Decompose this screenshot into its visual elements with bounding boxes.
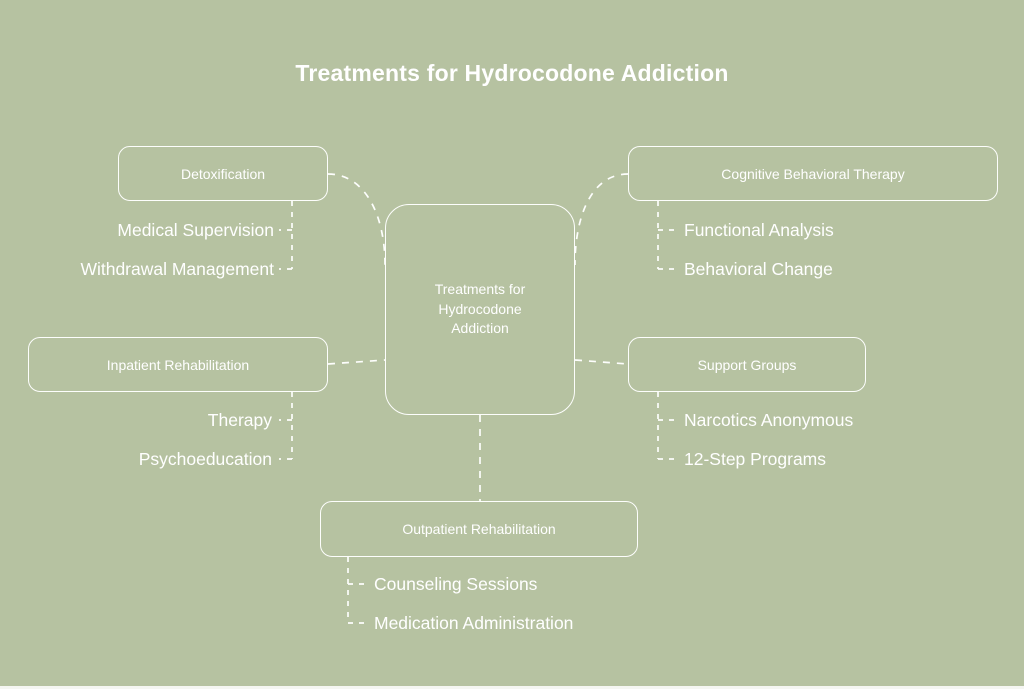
connector-center-support — [574, 359, 629, 365]
connector-inpatient-children — [279, 392, 293, 460]
connector-center-detoxification — [327, 173, 386, 266]
leaf-medication-administration: Medication Administration — [374, 613, 574, 633]
branch-label: Outpatient Rehabilitation — [402, 521, 556, 537]
leaf-counseling-sessions: Counseling Sessions — [374, 574, 538, 594]
branch-node-detoxification: Detoxification — [118, 146, 328, 201]
center-node: Treatments for Hydrocodone Addiction — [385, 204, 575, 415]
connector-support-children — [657, 392, 678, 460]
branch-label: Inpatient Rehabilitation — [106, 356, 250, 373]
leaf-12-step-programs: 12-Step Programs — [684, 449, 827, 469]
connector-center-cbt — [574, 173, 629, 266]
branch-node-outpatient-rehabilitation: Outpatient Rehabilitation — [320, 501, 638, 557]
branch-label: Cognitive Behavioral Therapy — [721, 165, 905, 182]
connector-outpatient-children — [347, 557, 368, 624]
branch-label: Support Groups — [697, 356, 797, 373]
bottom-edge-divider — [0, 686, 1024, 689]
branch-node-cognitive-behavioral-therapy: Cognitive Behavioral Therapy — [628, 146, 998, 201]
diagram-title: Treatments for Hydrocodone Addiction — [295, 60, 729, 86]
connector-detox-children — [279, 201, 293, 270]
branch-label: Detoxification — [180, 165, 266, 182]
branch-node-support-groups: Support Groups — [628, 337, 866, 392]
leaf-narcotics-anonymous: Narcotics Anonymous — [684, 410, 854, 430]
leaf-withdrawal-management: Withdrawal Management — [80, 259, 274, 279]
center-node-label: Treatments for Hydrocodone Addiction — [434, 280, 526, 337]
leaf-medical-supervision: Medical Supervision — [117, 220, 274, 240]
branch-node-inpatient-rehabilitation: Inpatient Rehabilitation — [28, 337, 328, 392]
connector-center-inpatient — [327, 359, 386, 365]
leaf-psychoeducation: Psychoeducation — [138, 449, 272, 469]
leaf-behavioral-change: Behavioral Change — [684, 259, 833, 279]
leaf-functional-analysis: Functional Analysis — [684, 220, 834, 240]
leaf-therapy: Therapy — [207, 410, 272, 430]
connector-cbt-children — [657, 201, 678, 270]
